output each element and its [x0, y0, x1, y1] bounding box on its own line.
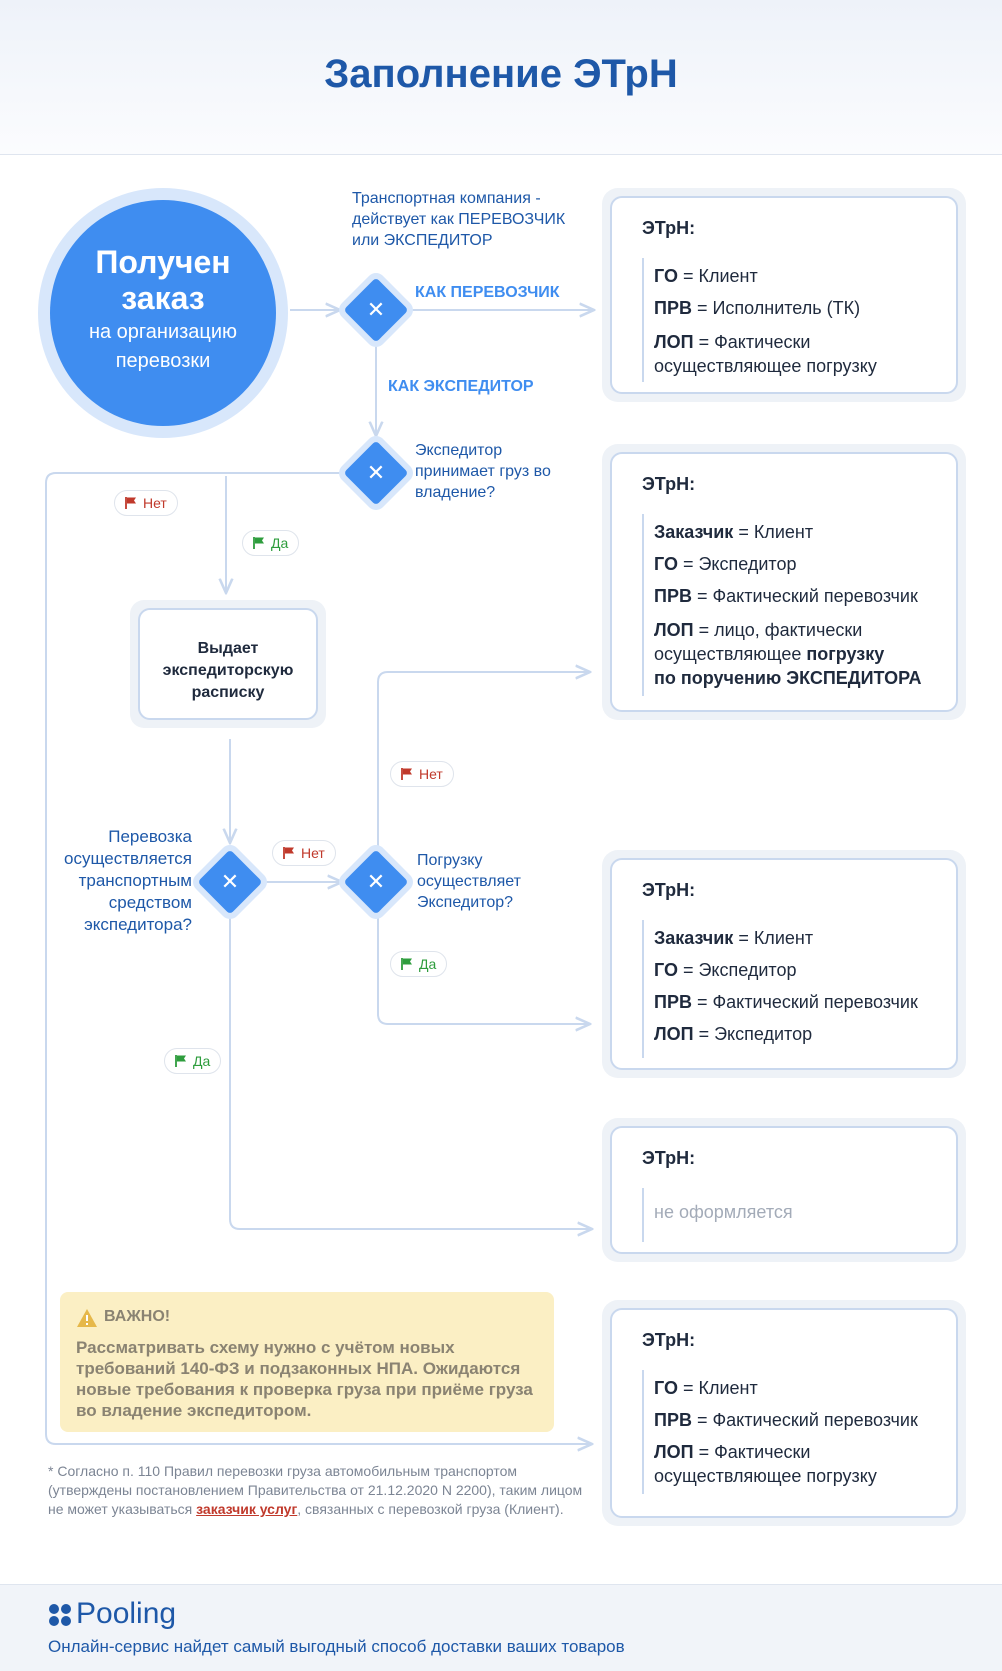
- etrn-card-carrier: ЭТрН: ГО = Клиент ПРВ = Исполнитель (ТК)…: [602, 188, 966, 402]
- footer: Pooling Онлайн-сервис найдет самый выгод…: [0, 1584, 1002, 1671]
- etrn-line: ЛОП = Фактически: [654, 332, 811, 352]
- footnote-link[interactable]: заказчик услуг: [196, 1501, 298, 1517]
- red-flag-icon: [125, 497, 136, 509]
- etrn-card-no-ownership: ЭТрН: ГО = Клиент ПРВ = Фактический пере…: [602, 1300, 966, 1526]
- chip-label: Нет: [301, 845, 325, 861]
- footnote: * Согласно п. 110 Правил перевозки груза…: [48, 1463, 583, 1517]
- chip-no: Нет: [114, 490, 178, 516]
- etrn-line: ПРВ = Фактический перевозчик: [654, 586, 918, 606]
- etrn-title: ЭТрН:: [642, 880, 696, 900]
- etrn-line: ГО = Экспедитор: [654, 960, 797, 980]
- chip-yes: Да: [164, 1048, 222, 1074]
- chip-label: Да: [271, 535, 289, 551]
- chip-label: Да: [419, 956, 437, 972]
- red-flag-icon: [283, 847, 294, 859]
- chip-label: Да: [193, 1053, 211, 1069]
- etrn-card-loading-by-order: ЭТрН: Заказчик = Клиент ГО = Экспедитор …: [602, 444, 966, 720]
- label-as-forwarder: КАК ЭКСПЕДИТОР: [388, 378, 534, 395]
- etrn-card-not-issued: ЭТрН: не оформляется: [602, 1118, 966, 1262]
- important-notice: ВАЖНО! Рассматривать схему нужно с учёто…: [60, 1292, 554, 1432]
- edge-d4-no-to-card2: [377, 672, 590, 846]
- action-text: Выдает экспедиторскую расписку: [162, 640, 294, 701]
- etrn-line: ПРВ = Исполнитель (ТК): [654, 298, 861, 318]
- etrn-line: ЛОП = Фактически: [654, 1442, 811, 1462]
- close-icon: ✕: [366, 297, 386, 322]
- chip-yes: Да: [390, 951, 448, 977]
- etrn-line: осуществляющее погрузку: [654, 356, 877, 376]
- etrn-line: ГО = Клиент: [654, 266, 758, 286]
- chip-no: Нет: [272, 840, 336, 866]
- etrn-line: ПРВ = Фактический перевозчик: [654, 992, 918, 1012]
- action-forwarder-receipt: Выдает экспедиторскую расписку: [130, 600, 326, 728]
- chip-no: Нет: [390, 761, 454, 787]
- green-flag-icon: [253, 537, 264, 549]
- etrn-title: ЭТрН:: [642, 218, 696, 238]
- chip-yes: Да: [242, 530, 300, 556]
- warning-icon: [77, 1309, 97, 1327]
- question-forwarder-vehicle: Перевозка осуществляется транспортным ср…: [64, 827, 192, 934]
- etrn-line: ЛОП = лицо, фактически: [654, 620, 863, 640]
- etrn-line: осуществляющее погрузку: [654, 1466, 877, 1486]
- close-icon: ✕: [366, 869, 386, 894]
- header: Заполнение ЭТрН: [0, 0, 1002, 155]
- label-transport-company: Транспортная компания - действует как ПЕ…: [352, 190, 566, 249]
- green-flag-icon: [401, 958, 412, 970]
- etrn-line: ГО = Клиент: [654, 1378, 758, 1398]
- etrn-line: ГО = Экспедитор: [654, 554, 797, 574]
- label-as-carrier: КАК ПЕРЕВОЗЧИК: [415, 284, 560, 301]
- chip-label: Нет: [143, 495, 167, 511]
- pooling-logo-icon: [49, 1604, 71, 1626]
- etrn-line: Заказчик = Клиент: [654, 928, 814, 948]
- chip-label: Нет: [419, 766, 443, 782]
- etrn-line: ПРВ = Фактический перевозчик: [654, 1410, 918, 1430]
- etrn-line: ЛОП = Экспедитор: [654, 1024, 813, 1044]
- question-accepts-cargo: Экспедитор принимает груз во владение?: [415, 442, 551, 501]
- start-node: Получен заказ на организацию перевозки: [50, 200, 276, 426]
- start-subtitle: на организацию перевозки: [88, 321, 238, 372]
- tagline: Онлайн-сервис найдет самый выгодный спос…: [48, 1637, 625, 1656]
- etrn-muted-text: не оформляется: [654, 1202, 793, 1222]
- notice-title: ВАЖНО!: [104, 1308, 171, 1325]
- etrn-card-forwarder-loading: ЭТрН: Заказчик = Клиент ГО = Экспедитор …: [602, 850, 966, 1078]
- question-forwarder-loading: Погрузку осуществляет Экспедитор?: [417, 852, 521, 911]
- etrn-title: ЭТрН:: [642, 474, 696, 494]
- close-icon: ✕: [220, 869, 240, 894]
- etrn-title: ЭТрН:: [642, 1330, 696, 1350]
- etrn-line: по поручению ЭКСПЕДИТОРА: [654, 668, 922, 688]
- start-title: Получен заказ: [95, 244, 231, 316]
- green-flag-icon: [175, 1055, 186, 1067]
- etrn-line: осуществляющее погрузку: [654, 644, 885, 664]
- page-title: Заполнение ЭТрН: [324, 52, 678, 96]
- notice-text: Рассматривать схему нужно с учётом новых…: [76, 1338, 533, 1420]
- brand-name: Pooling: [76, 1597, 177, 1630]
- red-flag-icon: [401, 768, 412, 780]
- etrn-line: Заказчик = Клиент: [654, 522, 814, 542]
- etrn-title: ЭТрН:: [642, 1148, 696, 1168]
- close-icon: ✕: [366, 460, 386, 485]
